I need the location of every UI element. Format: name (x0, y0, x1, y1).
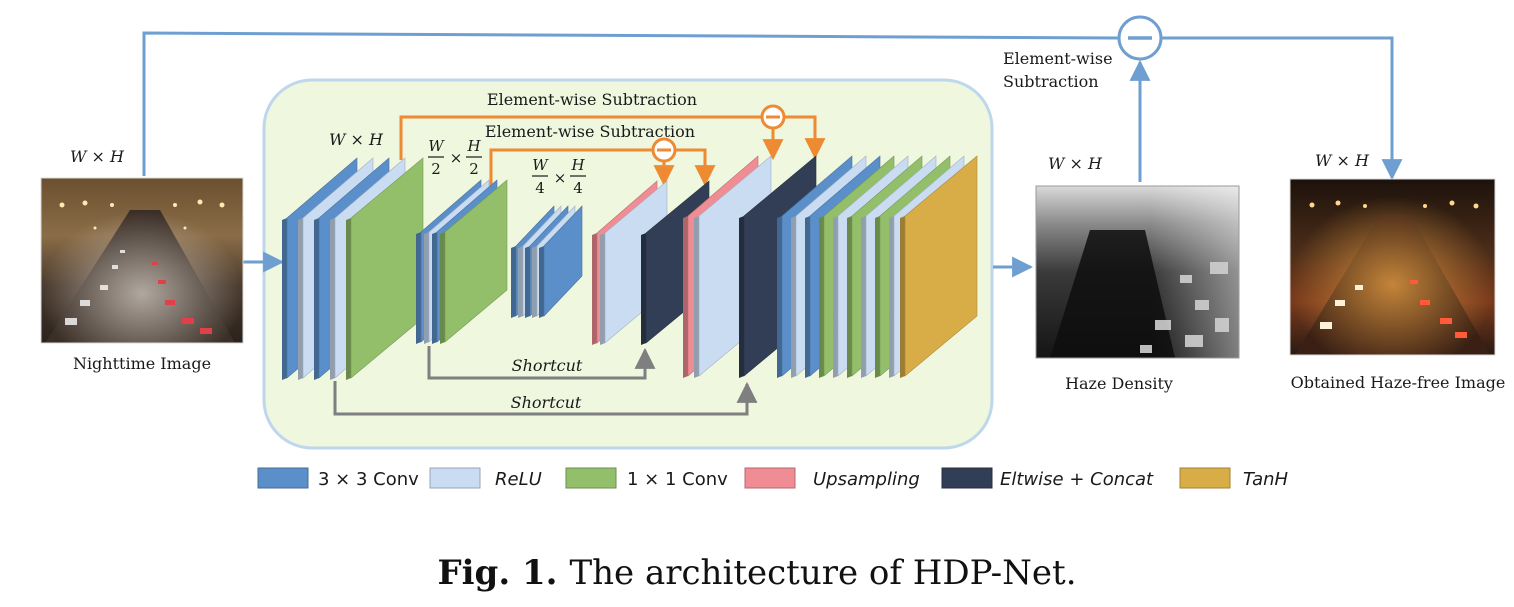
svg-text:4: 4 (535, 179, 545, 197)
inner-subtraction-path-inner (489, 137, 716, 187)
inner-subtraction-label-1: Element-wise Subtraction (487, 90, 697, 109)
svg-text:2: 2 (431, 160, 441, 178)
legend-swatch-relu (429, 467, 481, 489)
outer-subtraction-label: Element-wise (1003, 49, 1113, 68)
legend-swatch-eltwise (941, 467, 993, 489)
conv1x1-layer (440, 179, 508, 344)
legend-label-conv1: 1 × 1 Conv (627, 469, 728, 490)
svg-text:2: 2 (469, 160, 479, 178)
shortcut-path-1 (427, 346, 656, 380)
legend-label-eltwise: Eltwise + Concat (1000, 469, 1154, 490)
shortcut-path-2 (333, 381, 758, 416)
svg-text:×: × (554, 169, 567, 187)
svg-text:H: H (466, 137, 481, 155)
figure-caption-text: The architecture of HDP-Net. (569, 553, 1076, 593)
inner-subtraction-path-outer (399, 104, 826, 161)
stage1-size-label: W × H (329, 130, 384, 149)
svg-text:4: 4 (573, 179, 583, 197)
legend-label-conv3: 3 × 3 Conv (318, 469, 419, 490)
layer-stacks (282, 155, 978, 380)
output-size-label: W × H (1315, 151, 1370, 170)
legend-swatch-conv1 (565, 467, 617, 489)
stage2-size-label: W 2 × H 2 (428, 137, 482, 178)
haze-density-image (1035, 185, 1240, 359)
outer-skip-connection (142, 15, 1403, 182)
stage3-size-label: W 4 × H 4 (532, 156, 586, 197)
figure-caption-prefix: Fig. 1. (437, 553, 557, 593)
haze-free-image (1289, 178, 1496, 356)
output-caption: Obtained Haze-free Image (1291, 373, 1506, 392)
legend-label-tanh: TanH (1243, 469, 1289, 490)
legend-label-upsampling: Upsampling (813, 469, 920, 490)
conv1x1-layer (346, 157, 424, 380)
figure-caption: Fig. 1. The architecture of HDP-Net. (437, 553, 1076, 593)
outer-subtraction-label: Subtraction (1003, 72, 1099, 91)
density-size-label: W × H (1048, 154, 1103, 173)
legend: 3 × 3 Conv ReLU 1 × 1 Conv Upsampling Eltwis… (257, 467, 1289, 490)
svg-text:W: W (532, 156, 549, 174)
input-caption: Nighttime Image (73, 354, 211, 373)
svg-text:W: W (428, 137, 445, 155)
nighttime-image (40, 177, 244, 344)
input-size-label: W × H (70, 147, 125, 166)
tanh-layer (900, 155, 978, 378)
inner-subtraction-label-2: Element-wise Subtraction (485, 122, 695, 141)
conv3x3-layer (539, 205, 583, 318)
svg-text:H: H (570, 156, 585, 174)
legend-label-relu: ReLU (495, 469, 542, 490)
legend-swatch-conv3 (257, 467, 309, 489)
legend-swatch-upsampling (744, 467, 796, 489)
density-caption: Haze Density (1065, 374, 1173, 393)
legend-swatch-tanh (1179, 467, 1231, 489)
shortcut-label-1: Shortcut (512, 356, 583, 375)
svg-text:×: × (450, 149, 463, 167)
shortcut-label-2: Shortcut (511, 393, 582, 412)
